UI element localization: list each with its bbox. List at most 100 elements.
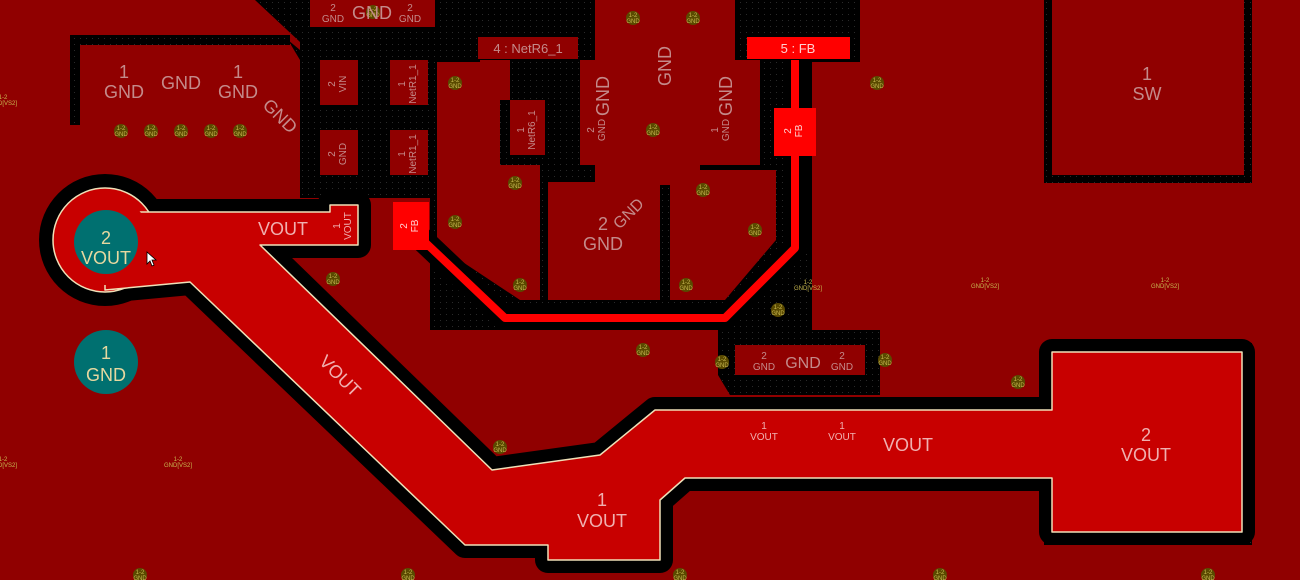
net-tag-fb: 5 : FB	[781, 41, 816, 56]
via-net-label: GND	[133, 576, 147, 580]
via-net-label: GND	[933, 576, 947, 580]
via-net-label: GND	[679, 286, 693, 292]
fb-net[interactable]	[393, 37, 850, 330]
via-net-label: GND	[636, 351, 650, 357]
net-label: GND	[593, 76, 613, 116]
via-layer-label: 1-2	[207, 126, 216, 132]
pad-number: 1	[710, 127, 721, 133]
via-layer-label: 1-2	[676, 570, 685, 576]
via-pad	[401, 568, 415, 580]
pad-net: VIN	[338, 76, 349, 93]
via-pad	[133, 568, 147, 580]
pad-number: 2	[330, 3, 336, 14]
via-net-label: GND	[696, 191, 710, 197]
pad-number: 1	[233, 62, 243, 82]
via-layer-label: 1-2	[981, 278, 990, 284]
center-gnd-pours	[310, 0, 1244, 375]
via-layer-label: 1-2	[451, 78, 460, 84]
pad-number: 2	[839, 351, 845, 362]
net-label: GND	[716, 76, 736, 116]
pad-number: 2	[598, 214, 608, 234]
via-net-label: GND[VS2]	[971, 284, 999, 290]
via-pad	[448, 76, 462, 90]
via-net-label: GND	[878, 361, 892, 367]
trace-net-label: VOUT	[258, 219, 308, 239]
via-net-label: GND	[204, 132, 218, 138]
via-pad	[493, 440, 507, 454]
via-layer-label: 1-2	[177, 126, 186, 132]
pad-net: GND	[322, 14, 344, 25]
net-label: GND	[161, 73, 201, 93]
pad-number: 1	[332, 223, 343, 229]
pad-number: 2	[327, 81, 338, 87]
via-net-label: GND	[771, 311, 785, 317]
pad-net: FB	[794, 124, 805, 137]
via-pad	[748, 223, 762, 237]
via-net-label: GND	[448, 84, 462, 90]
pad-net: VOUT	[81, 248, 131, 268]
via-layer-label: 1-2	[751, 225, 760, 231]
pad-net: FB	[410, 219, 421, 232]
fb-pad-r[interactable]	[774, 108, 816, 156]
pad-net: SW	[1133, 84, 1162, 104]
via-net-label: GND	[1201, 576, 1215, 580]
fb-trace[interactable]	[407, 60, 799, 322]
fb-net-tag[interactable]	[747, 37, 850, 59]
via-net-label: GND	[448, 223, 462, 229]
via-pad	[1201, 568, 1215, 580]
via-layer-label: 1-2	[1161, 278, 1170, 284]
vout-copper[interactable]	[104, 204, 1243, 561]
pad-net: VOUT	[750, 432, 778, 443]
pad-number: 1	[397, 151, 408, 157]
via-pad	[878, 353, 892, 367]
tht-pad-gnd[interactable]	[74, 330, 138, 394]
fb-pad-u[interactable]	[393, 202, 429, 250]
pad-net: GND	[399, 14, 421, 25]
via-layer-label: 1-2	[699, 185, 708, 191]
tht-pad-vout[interactable]	[74, 210, 138, 274]
via-pad	[144, 124, 158, 138]
via-layer-label: 1-2	[1014, 377, 1023, 383]
pad-number: 1	[101, 343, 111, 363]
via-layer-label: 1-2	[804, 280, 813, 286]
via-net-label: GND	[673, 576, 687, 580]
via-layer-label: 1-2	[174, 457, 183, 463]
pad-number: 2	[586, 127, 597, 133]
